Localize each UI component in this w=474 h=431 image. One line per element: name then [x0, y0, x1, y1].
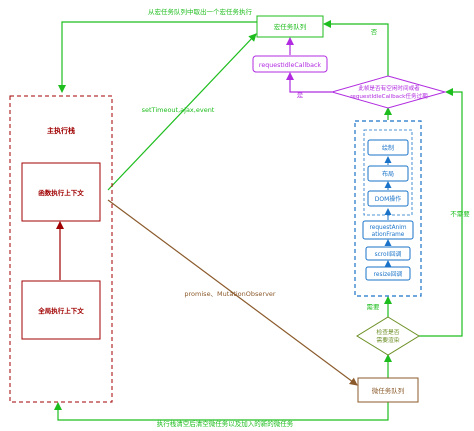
edge-not-need — [419, 88, 463, 337]
edge-no — [323, 20, 389, 76]
edge-yes-label: 是 — [297, 91, 304, 99]
raf-label-line2: ationFrame — [372, 232, 405, 238]
edge-settimeout — [107, 33, 257, 191]
edge-not-need-label: 不需要 — [450, 210, 470, 218]
edge-no-label: 否 — [371, 28, 378, 36]
dom-op-box — [367, 190, 409, 207]
idle-check-line2: requestIdleCallback任务过期 — [350, 92, 428, 100]
edge-settimeout-label: setTimeout,ajax,event — [142, 106, 215, 114]
main-stack-container — [9, 95, 113, 403]
render-pipeline-container — [354, 120, 422, 297]
edge-take-macro — [58, 21, 258, 93]
micro-queue-box — [357, 377, 419, 403]
resize-box — [365, 266, 411, 281]
edge-yes — [286, 72, 332, 93]
micro-queue-label: 微任务队列 — [372, 386, 405, 395]
idle-check-diamond — [330, 75, 447, 109]
ric-label: requestIdleCallback — [259, 62, 321, 69]
function-context-label: 函数执行上下文 — [38, 188, 84, 197]
paint-box — [367, 139, 409, 156]
layout-label: 布局 — [382, 170, 394, 178]
edge-clear-micro-label: 执行栈清空后清空微任务以及加入的新的微任务 — [157, 419, 294, 428]
scroll-label: scroll回调 — [375, 250, 402, 258]
render-check-diamond — [356, 316, 420, 356]
render-check-line1: 检查是否 — [376, 328, 399, 336]
idle-check-line1: 此帧是否有空闲时间或者 — [358, 84, 420, 92]
layout-box — [367, 165, 409, 182]
dom-op-label: DOM操作 — [375, 195, 402, 203]
edge-promise — [107, 199, 358, 386]
render-check-line2: 需要渲染 — [376, 336, 399, 344]
main-stack-label: 主执行栈 — [47, 126, 75, 135]
edge-promise-label: promise、MutationObserver — [184, 290, 276, 298]
edge-clear-micro — [54, 402, 389, 421]
global-context-label: 全局执行上下文 — [37, 306, 84, 315]
macro-queue-box — [256, 15, 324, 38]
scroll-box — [365, 246, 411, 261]
paint-label: 绘制 — [382, 144, 394, 152]
macro-queue-label: 宏任务队列 — [274, 22, 307, 31]
ric-box — [252, 55, 328, 73]
function-context-box — [21, 162, 101, 222]
edge-need-label: 需要 — [367, 303, 381, 311]
raf-label-line1: requestAnim — [370, 225, 407, 231]
resize-label: resize回调 — [374, 270, 403, 278]
edge-take-macro-label: 从宏任务队列中取出一个宏任务执行 — [148, 7, 253, 16]
global-context-box — [21, 280, 101, 340]
raf-box — [362, 220, 414, 240]
